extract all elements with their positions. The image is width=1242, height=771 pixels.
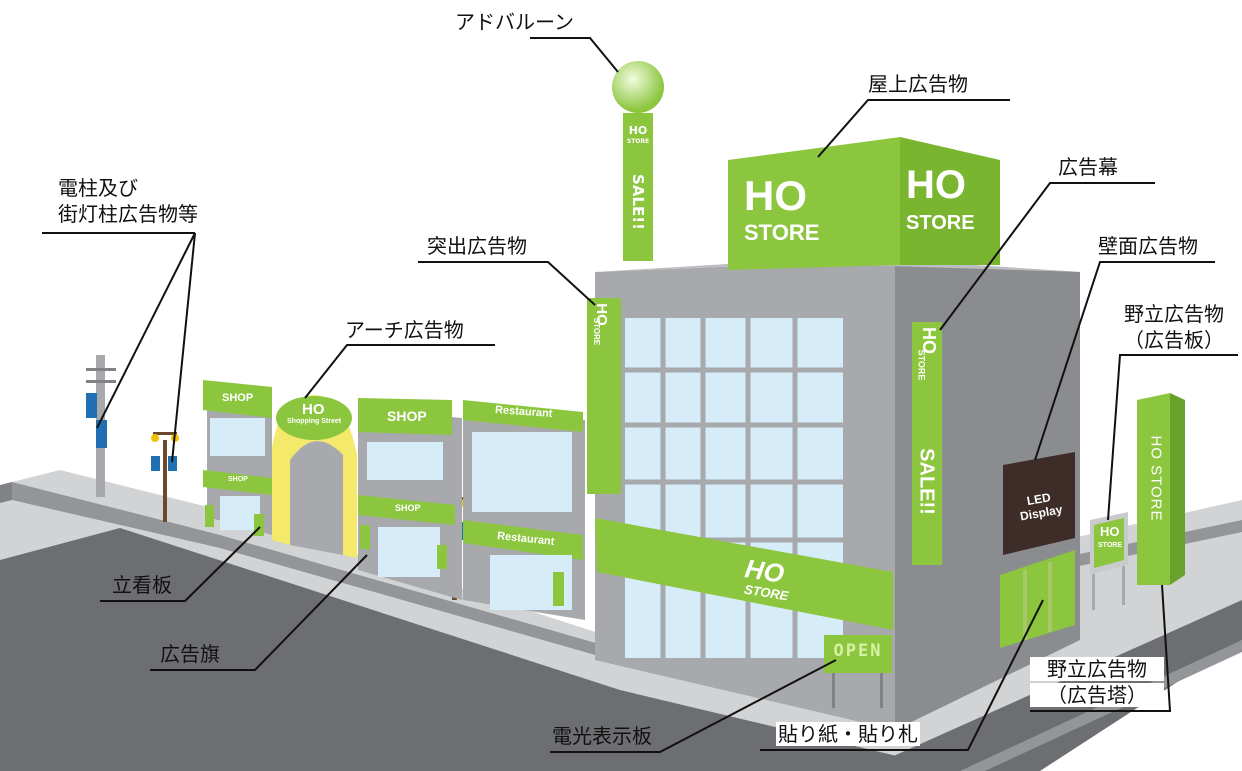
restaurant-sign xyxy=(463,400,583,432)
label-wall: 壁面広告物 xyxy=(1098,234,1198,258)
label-projecting: 突出広告物 xyxy=(427,234,527,258)
arch-shopping-street: Shopping Street xyxy=(287,418,342,425)
shop-sign xyxy=(358,398,452,435)
label-arch: アーチ広告物 xyxy=(345,318,464,342)
advertising-tower xyxy=(1137,393,1185,585)
label-field-tower-line2: （広告塔） xyxy=(1030,683,1164,707)
pole-ad-plate xyxy=(86,393,97,418)
stand-sign-board xyxy=(205,505,214,527)
roadside-billboard xyxy=(1090,512,1128,610)
shop-building-middle xyxy=(358,398,462,600)
shop-middle-lower-text: SHOP xyxy=(395,503,421,513)
label-field-board-line2: （広告板） xyxy=(1124,328,1224,352)
stand-sign-board xyxy=(254,514,264,536)
label-stickers: 貼り紙・貼り札 xyxy=(776,722,920,746)
rooftop-signboard xyxy=(728,137,1000,270)
electric-display-board xyxy=(824,635,892,708)
billboard-store: STORE xyxy=(1098,542,1122,549)
shop-sign xyxy=(203,380,272,418)
ad-balloon xyxy=(612,61,664,261)
label-pole-line1: 電柱及び xyxy=(58,176,138,200)
shop-middle-sign-text: SHOP xyxy=(387,408,427,424)
awning-sign xyxy=(595,518,893,630)
rooftop-store-front: STORE xyxy=(744,220,820,245)
label-stand-sign: 立看板 xyxy=(112,573,172,597)
rooftop-ho-front: HO xyxy=(744,172,807,219)
banner-sale: SALE!! xyxy=(915,448,938,515)
shop-left-sign-text: SHOP xyxy=(222,392,254,404)
label-pole-line2: 街灯柱広告物等 xyxy=(58,202,198,226)
banner-curtain xyxy=(912,322,942,565)
label-field-tower-line1: 野立広告物 xyxy=(1030,657,1164,681)
label-electric-board: 電光表示板 xyxy=(552,724,652,748)
open-board-text: OPEN xyxy=(833,641,883,661)
rooftop-store-side: STORE xyxy=(906,212,975,234)
balloon-banner xyxy=(623,113,653,261)
label-field-board-line1: 野立広告物 xyxy=(1124,302,1224,326)
label-ad-balloon: アドバルーン xyxy=(455,10,574,34)
projecting-sign xyxy=(587,298,621,494)
tower-text: HO STORE xyxy=(1147,435,1165,522)
led-display-panel xyxy=(1003,452,1075,555)
sticker-window xyxy=(1000,550,1075,648)
flag-sign xyxy=(437,545,447,569)
restaurant-building xyxy=(463,400,585,620)
balloon-ho: HO xyxy=(628,124,648,137)
projecting-store: STORE xyxy=(592,317,602,346)
banner-store: STORE xyxy=(916,349,927,381)
arch-ho: HO xyxy=(302,401,325,418)
shopping-street-arch xyxy=(272,395,357,558)
shop-building-left xyxy=(203,380,272,536)
label-banner-curtain: 広告幕 xyxy=(1058,155,1118,179)
utility-pole xyxy=(86,355,116,497)
billboard-ho: HO xyxy=(1100,524,1120,539)
balloon-sale: SALE!! xyxy=(629,174,647,230)
leader-lines xyxy=(42,37,1238,753)
shop-left-lower-text: SHOP xyxy=(228,476,248,483)
balloon-store: STORE xyxy=(626,138,650,145)
rooftop-ho-side: HO xyxy=(906,163,966,207)
label-flag: 広告旗 xyxy=(160,642,220,666)
label-rooftop: 屋上広告物 xyxy=(868,72,968,96)
pole-ad-plate xyxy=(96,420,107,448)
flag-sign xyxy=(553,572,564,606)
